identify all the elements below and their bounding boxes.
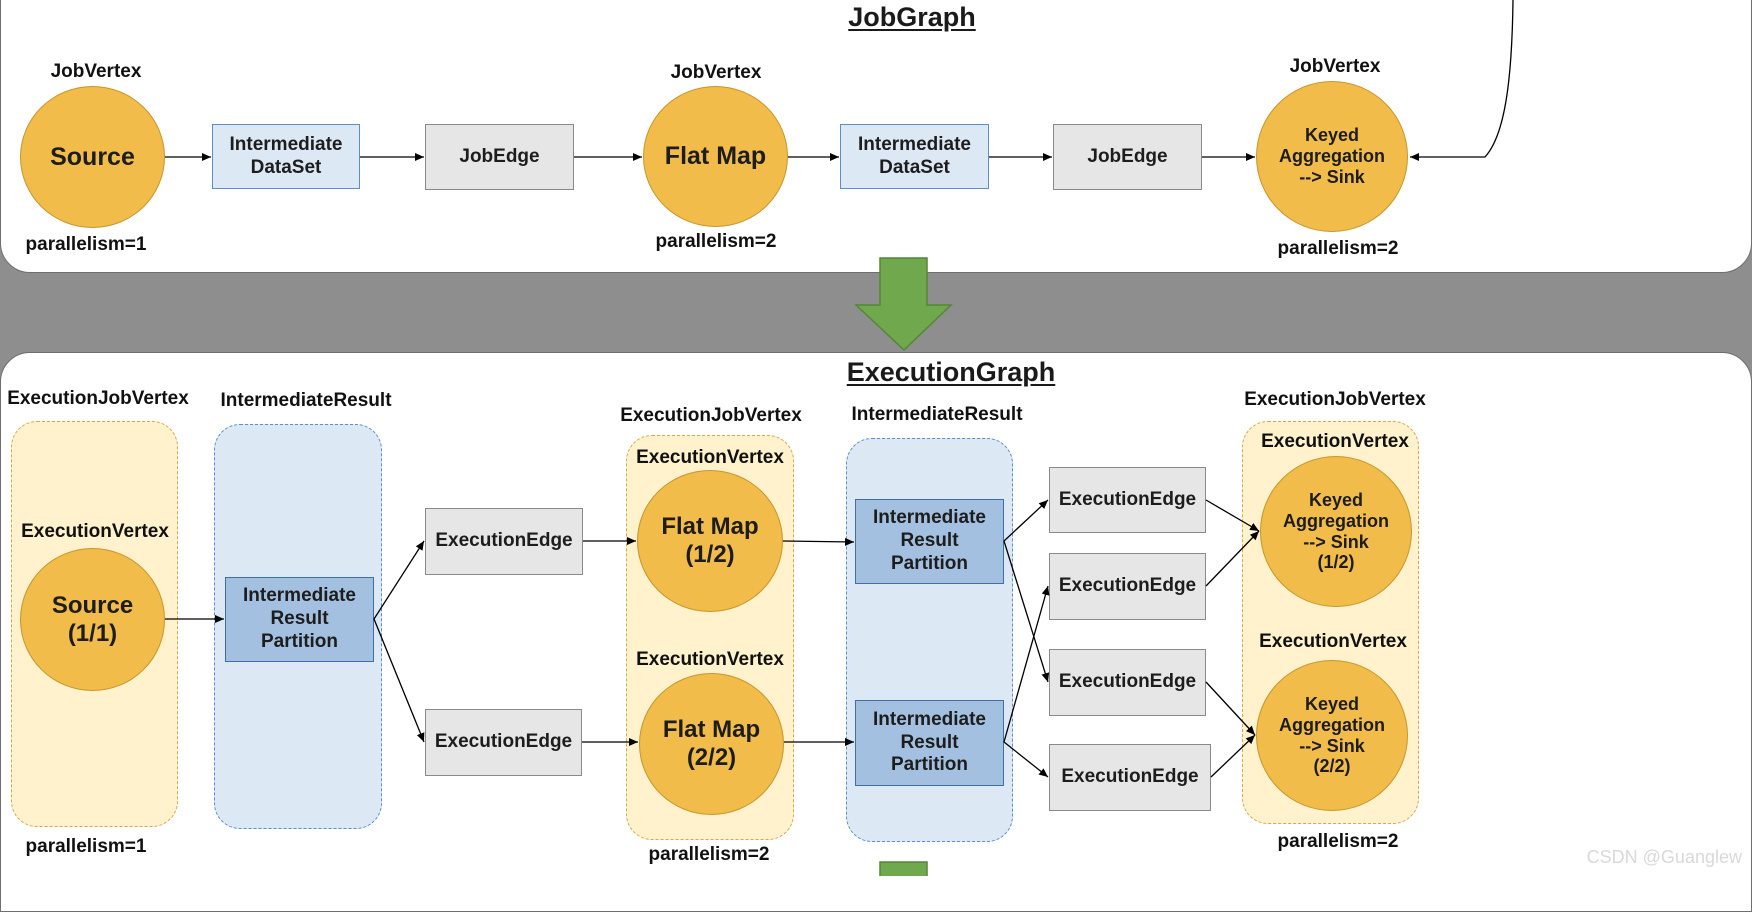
intermediate-result-partition-1: Intermediate Result Partition: [225, 577, 374, 662]
keyed-execution-job-vertex-label: ExecutionJobVertex: [1244, 389, 1426, 410]
source-job-vertex: Source: [20, 86, 165, 228]
keyed-1-execution-vertex-label: ExecutionVertex: [1261, 431, 1409, 452]
keyed-1-execution-vertex: Keyed Aggregation --> Sink (1/2): [1260, 456, 1412, 607]
watermark: CSDN @Guanglew: [1586, 847, 1742, 867]
exec-arrow-edge5-to-keyed2: [1205, 681, 1256, 736]
keyed-job-vertex-label: JobVertex: [1289, 56, 1381, 77]
execution-edge-4: ExecutionEdge: [1049, 553, 1206, 620]
intermediate-dataset-2: Intermediate DataSet: [840, 124, 989, 189]
execution-edge-6: ExecutionEdge: [1049, 744, 1211, 811]
flatmap-execution-parallelism: parallelism=2: [648, 844, 770, 865]
intermediate-dataset-1: Intermediate DataSet: [212, 124, 360, 189]
exec-arrow-partition3-to-edge6: [1003, 741, 1049, 778]
flatmap-1-execution-vertex: Flat Map (1/2): [637, 470, 783, 612]
job-edge-2: JobEdge: [1053, 124, 1202, 190]
source-execution-job-vertex-label: ExecutionJobVertex: [7, 388, 189, 409]
keyed-2-execution-vertex-label: ExecutionVertex: [1259, 631, 1407, 652]
flatmap-parallelism: parallelism=2: [655, 231, 777, 252]
exec-arrow-partition1-to-edge2: [373, 618, 425, 743]
exec-arrow-partition1-to-edge1: [373, 540, 425, 620]
keyed-aggregation-job-vertex: Keyed Aggregation --> Sink: [1256, 81, 1408, 232]
flatmap-execution-job-vertex-label: ExecutionJobVertex: [620, 405, 802, 426]
intermediate-result-partition-3: Intermediate Result Partition: [855, 700, 1004, 786]
keyed-execution-parallelism: parallelism=2: [1277, 831, 1399, 852]
transition-arrow-icon: [854, 257, 953, 352]
next-stage-arrow-icon: [879, 861, 928, 876]
execution-edge-3: ExecutionEdge: [1049, 467, 1206, 533]
job-edge-1: JobEdge: [425, 124, 574, 190]
keyed-2-execution-vertex: Keyed Aggregation --> Sink (2/2): [1256, 660, 1408, 811]
flatmap-1-execution-vertex-label: ExecutionVertex: [636, 447, 784, 468]
flatmap-2-execution-vertex: Flat Map (2/2): [639, 673, 784, 815]
source-execution-vertex-label: ExecutionVertex: [21, 521, 169, 542]
source-job-vertex-label: JobVertex: [50, 61, 142, 82]
intermediate-result-partition-2: Intermediate Result Partition: [855, 499, 1004, 584]
exec-arrow-edge3-to-keyed1: [1205, 499, 1260, 532]
intermediate-result-label-2: IntermediateResult: [851, 404, 1023, 425]
keyed-parallelism: parallelism=2: [1277, 238, 1399, 259]
job-feedback-arrow: [1410, 0, 1514, 161]
exec-arrow-partition2-to-edge3: [1003, 499, 1049, 542]
execution-edge-1: ExecutionEdge: [425, 508, 583, 575]
exec-arrow-flatmap1-to-partition2: [782, 537, 855, 546]
exec-arrow-partition2-to-edge5: [1003, 540, 1050, 683]
exec-arrow-partition3-to-edge4: [1003, 585, 1050, 743]
intermediate-result-label-1: IntermediateResult: [220, 390, 392, 411]
execution-edge-2: ExecutionEdge: [425, 709, 582, 776]
execution-edge-5: ExecutionEdge: [1049, 649, 1206, 716]
exec-arrow-edge4-to-keyed1: [1205, 530, 1260, 587]
flatmap-2-execution-vertex-label: ExecutionVertex: [636, 649, 784, 670]
job-graph-title: JobGraph: [848, 2, 976, 32]
flatmap-job-vertex: Flat Map: [643, 86, 788, 227]
execution-graph-title: ExecutionGraph: [846, 357, 1056, 387]
exec-arrow-edge6-to-keyed2: [1210, 734, 1256, 778]
connector-lines: [165, 0, 1514, 876]
source-execution-parallelism: parallelism=1: [25, 836, 147, 857]
source-execution-vertex: Source (1/1): [20, 548, 165, 691]
source-parallelism: parallelism=1: [25, 234, 147, 255]
flatmap-job-vertex-label: JobVertex: [670, 62, 762, 83]
